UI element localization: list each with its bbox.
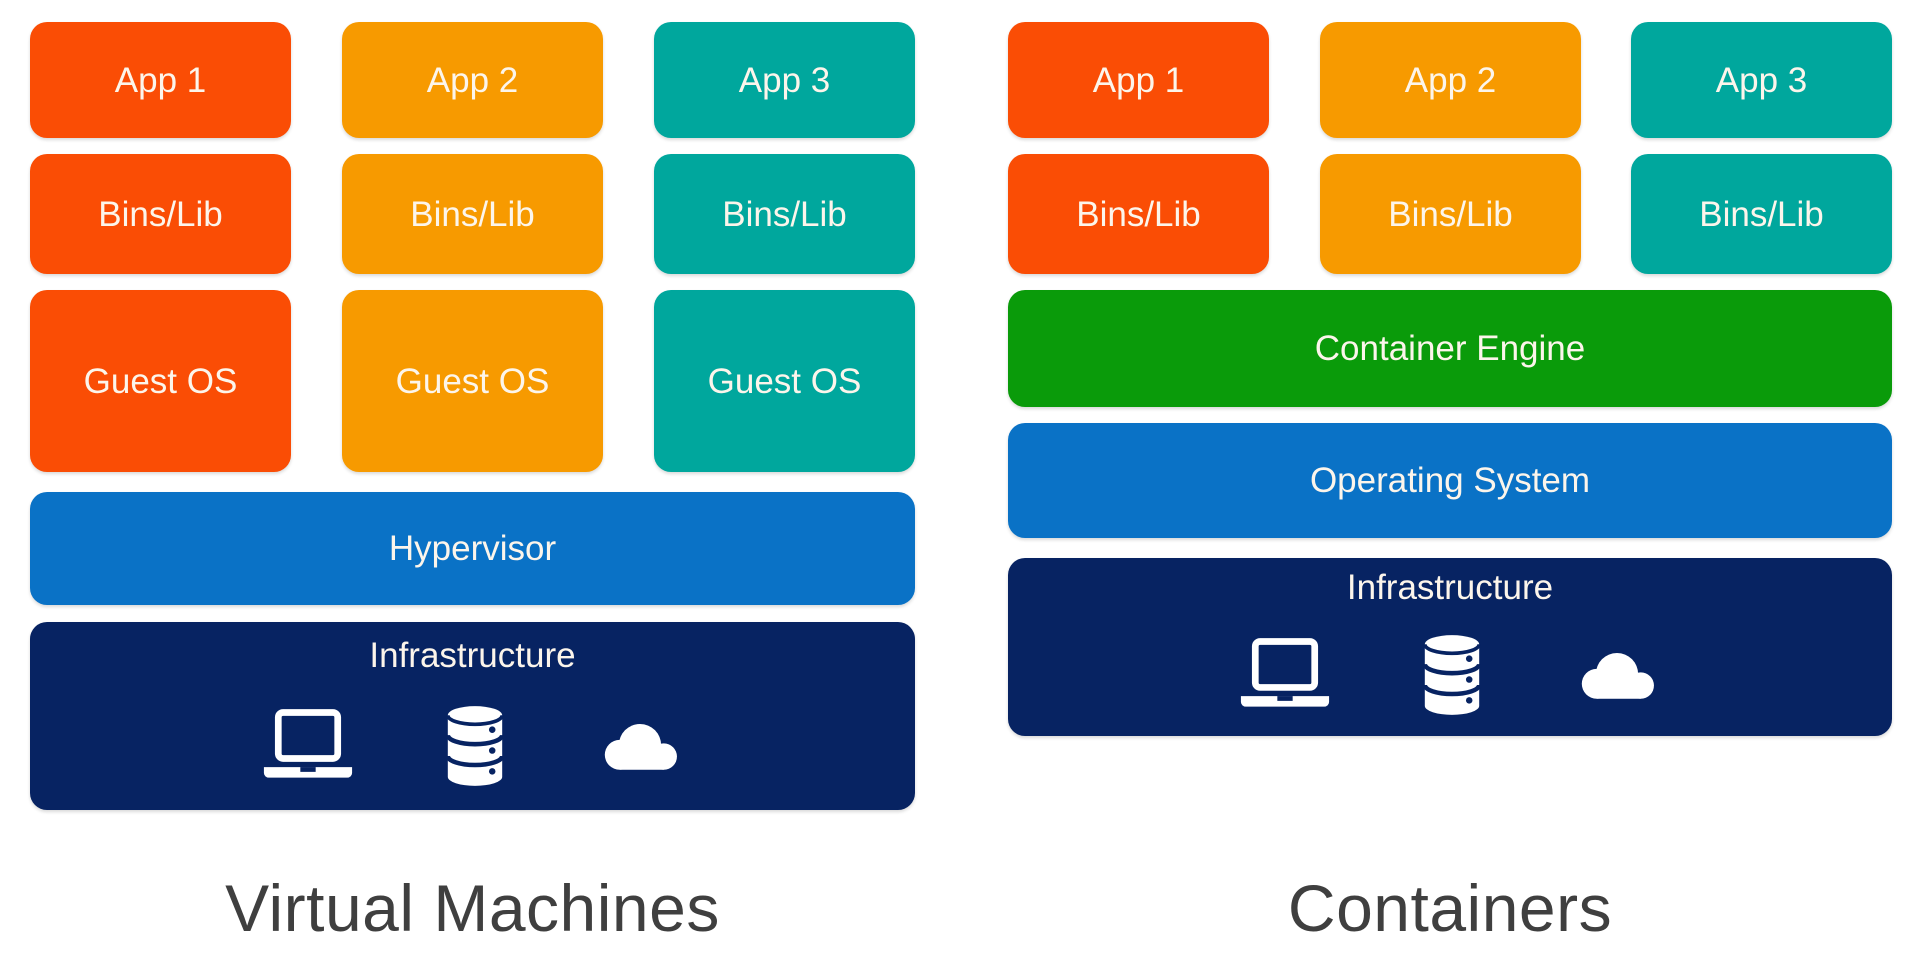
cloud-icon [596, 717, 684, 775]
container-bins-lib-1-box: Bins/Lib [1008, 154, 1269, 274]
container-infrastructure-label: Infrastructure [1346, 568, 1554, 607]
operating-system-box: Operating System [1008, 423, 1892, 538]
vm-app-1-box: App 1 [30, 22, 291, 138]
vm-bins-lib-1-box: Bins/Lib [30, 154, 291, 274]
vm-app-3-box: App 3 [654, 22, 915, 138]
vm-infrastructure-box: Infrastructure [30, 622, 915, 810]
laptop-icon [262, 708, 354, 783]
cloud-icon [1573, 646, 1661, 704]
laptop-icon [1239, 637, 1331, 712]
vm-guest-os-3-box: Guest OS [654, 290, 915, 472]
container-bins-lib-3-box: Bins/Lib [1631, 154, 1892, 274]
container-app-1-box: App 1 [1008, 22, 1269, 138]
container-bins-lib-2-box: Bins/Lib [1320, 154, 1581, 274]
vm-guest-os-2-box: Guest OS [342, 290, 603, 472]
database-icon [1423, 631, 1481, 719]
vm-guest-os-1-box: Guest OS [30, 290, 291, 472]
container-infrastructure-box: Infrastructure [1008, 558, 1892, 736]
container-app-2-box: App 2 [1320, 22, 1581, 138]
containers-group-title: Containers [1287, 871, 1613, 945]
vm-group-title: Virtual Machines [225, 871, 720, 945]
vm-bins-lib-3-box: Bins/Lib [654, 154, 915, 274]
database-icon [445, 702, 504, 790]
vm-infrastructure-icons [262, 681, 684, 810]
container-infrastructure-icons [1239, 613, 1661, 736]
vm-app-2-box: App 2 [342, 22, 603, 138]
vm-infrastructure-label: Infrastructure [369, 636, 576, 675]
container-app-3-box: App 3 [1631, 22, 1892, 138]
vm-hypervisor-box: Hypervisor [30, 492, 915, 605]
vm-bins-lib-2-box: Bins/Lib [342, 154, 603, 274]
container-engine-box: Container Engine [1008, 290, 1892, 407]
